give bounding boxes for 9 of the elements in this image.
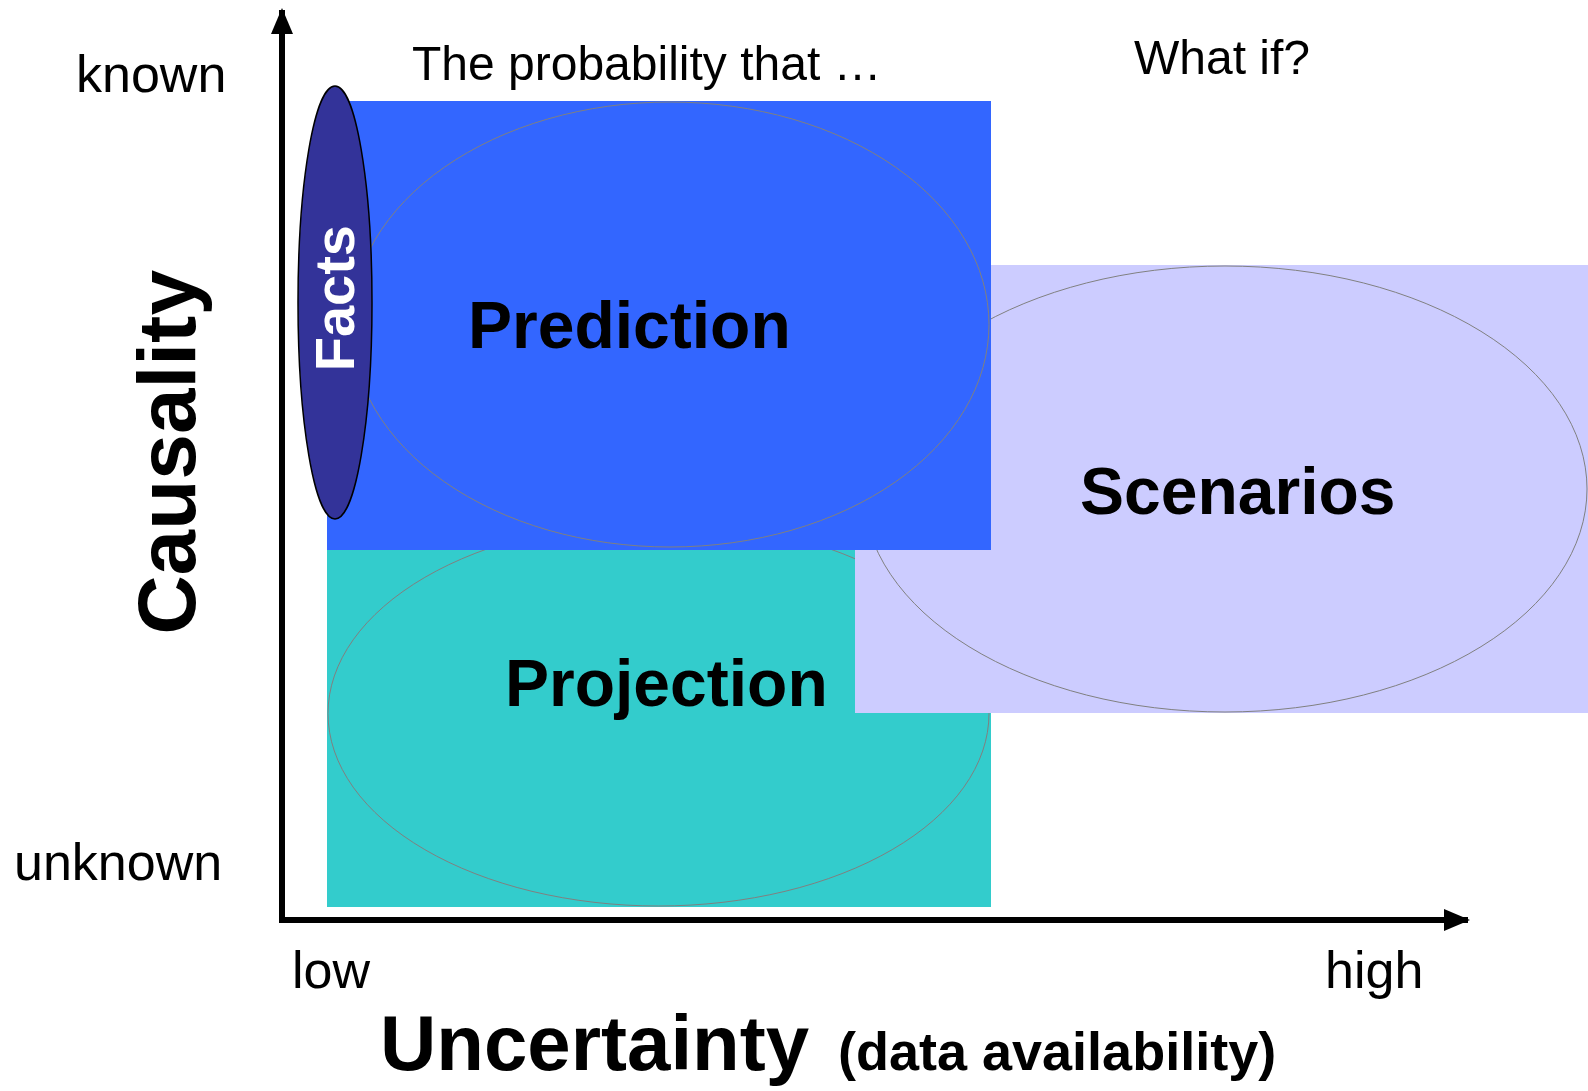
- axis-end-label: low: [292, 944, 371, 996]
- axis-end-label: unknown: [14, 836, 223, 888]
- region-label: Prediction: [468, 292, 791, 358]
- region-heading: The probability that …: [412, 40, 882, 88]
- region-label: Facts: [307, 225, 363, 372]
- region-heading: What if?: [1134, 34, 1311, 82]
- axis-end-label: known: [76, 48, 227, 100]
- facts-ellipse: [297, 85, 373, 520]
- region-label: Scenarios: [1080, 458, 1396, 524]
